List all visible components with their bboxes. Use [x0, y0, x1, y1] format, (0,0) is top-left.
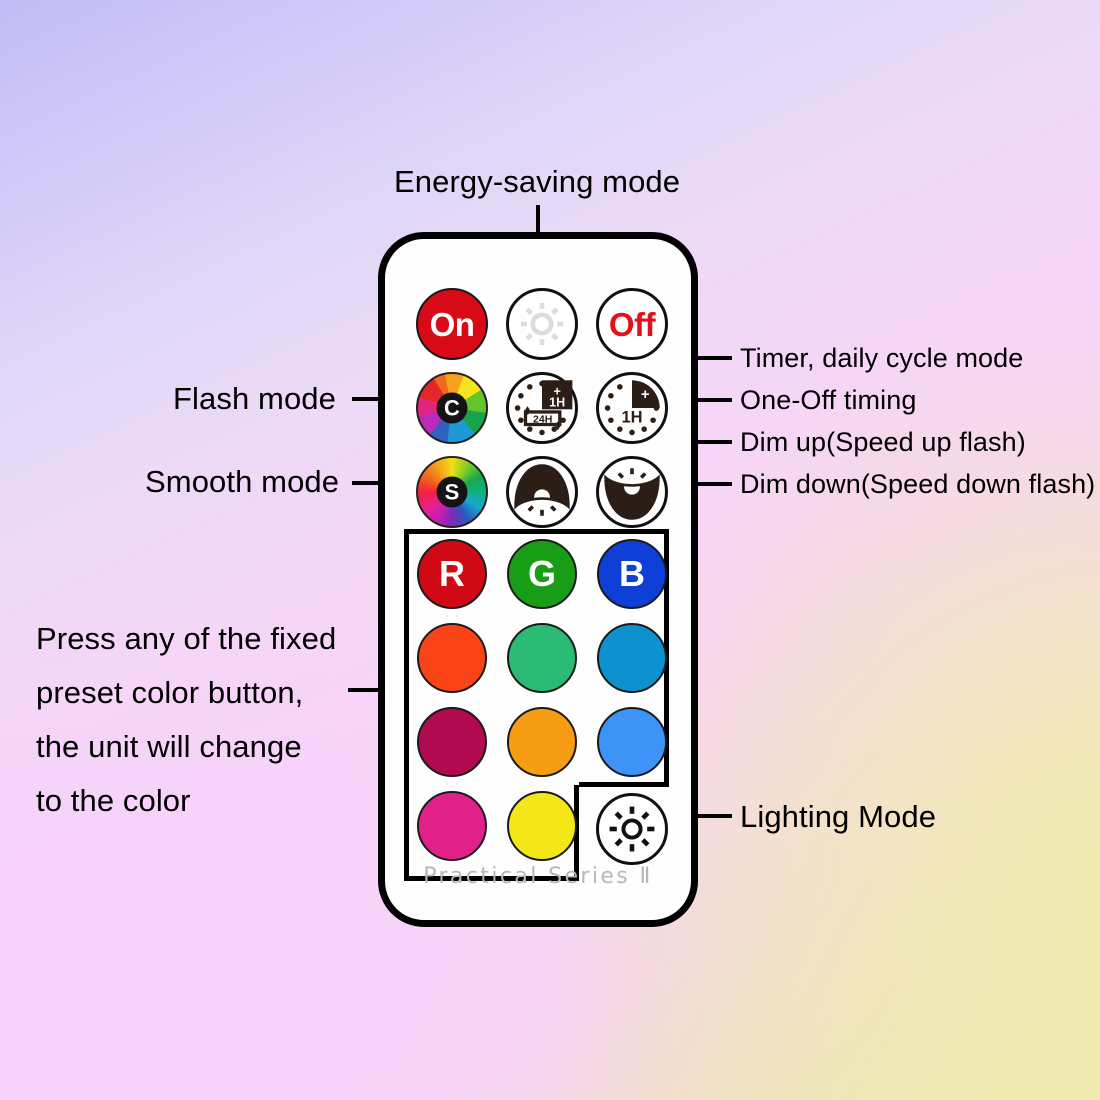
- callout-energy-saving: Energy-saving mode: [394, 164, 681, 199]
- dim-up-icon: [514, 464, 570, 516]
- preset-color-button[interactable]: B: [597, 539, 667, 609]
- smooth-mode-label: S: [436, 476, 468, 508]
- preset-color-button[interactable]: [507, 623, 577, 693]
- preset-color-button[interactable]: [417, 791, 487, 861]
- power-on-button[interactable]: On: [416, 288, 488, 360]
- brand-text: Practical Series Ⅱ: [423, 864, 653, 889]
- callout-preset-line-2: preset color button,: [36, 675, 304, 710]
- preset-color-label: R: [439, 553, 465, 594]
- preset-color-button[interactable]: [507, 791, 577, 861]
- timer-button[interactable]: + 1H 24H: [506, 372, 578, 444]
- power-on-label: On: [429, 305, 475, 343]
- svg-text:+: +: [554, 384, 561, 398]
- callout-preset-colors: Press any of the fixed preset color butt…: [36, 612, 336, 828]
- preset-color-label: B: [619, 553, 645, 594]
- remote-control-body: On Off C: [378, 232, 698, 927]
- svg-text:1H: 1H: [549, 396, 565, 410]
- callout-flash-mode: Flash mode: [173, 381, 336, 416]
- dim-up-button[interactable]: [506, 456, 578, 528]
- callout-one-off-timing: One-Off timing: [740, 385, 917, 415]
- preset-color-button[interactable]: [417, 623, 487, 693]
- preset-color-button[interactable]: R: [417, 539, 487, 609]
- preset-group-outline-join: [579, 782, 669, 787]
- flash-mode-label: C: [436, 392, 468, 424]
- svg-text:24H: 24H: [533, 414, 552, 426]
- sun-dim-icon: [520, 302, 564, 346]
- preset-color-label: G: [527, 553, 556, 594]
- svg-text:1H: 1H: [621, 409, 642, 427]
- power-off-button[interactable]: Off: [596, 288, 668, 360]
- callout-dim-up: Dim up(Speed up flash): [740, 427, 1026, 457]
- clock-1h-icon: + 1H: [604, 380, 660, 436]
- preset-color-button[interactable]: [507, 707, 577, 777]
- preset-group-outline-lower: [404, 785, 579, 881]
- clock-24h-icon: + 1H 24H: [514, 380, 573, 436]
- callout-preset-line-3: the unit will change: [36, 729, 302, 764]
- callout-timer: Timer, daily cycle mode: [740, 343, 1024, 373]
- preset-color-button[interactable]: [597, 623, 667, 693]
- one-off-timing-button[interactable]: + 1H: [596, 372, 668, 444]
- power-off-label: Off: [608, 305, 656, 343]
- callout-dim-down: Dim down(Speed down flash): [740, 469, 1096, 499]
- preset-color-button[interactable]: G: [507, 539, 577, 609]
- dim-down-button[interactable]: [596, 456, 668, 528]
- svg-text:+: +: [641, 387, 649, 403]
- lighting-mode-sun-icon: [609, 806, 655, 852]
- flash-mode-button[interactable]: C: [416, 372, 488, 444]
- callout-lighting-mode: Lighting Mode: [740, 799, 937, 834]
- lighting-mode-button[interactable]: [596, 793, 668, 865]
- energy-saving-button[interactable]: [506, 288, 578, 360]
- callout-smooth-mode: Smooth mode: [145, 464, 340, 499]
- callout-preset-line-1: Press any of the fixed: [36, 621, 337, 656]
- leader-line-preset: [348, 688, 400, 692]
- dim-down-icon: [604, 468, 660, 520]
- smooth-mode-button[interactable]: S: [416, 456, 488, 528]
- preset-color-button[interactable]: [417, 707, 487, 777]
- preset-color-button[interactable]: [597, 707, 667, 777]
- callout-preset-line-4: to the color: [36, 783, 191, 818]
